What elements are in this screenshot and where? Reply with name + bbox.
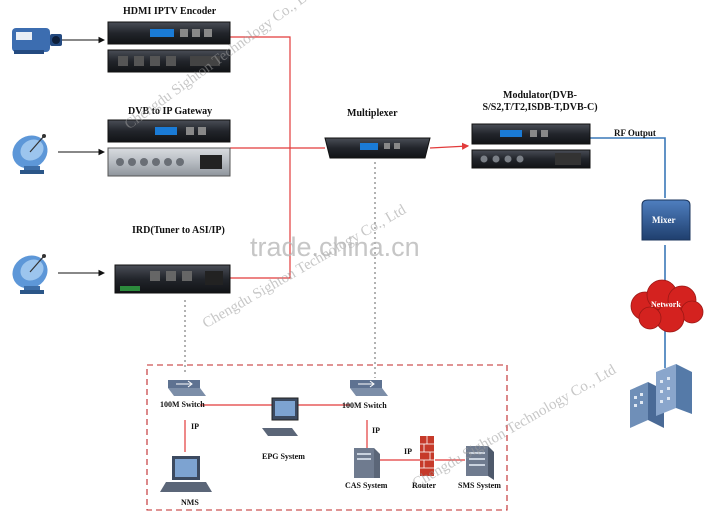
cas-server-icon [354, 448, 380, 478]
mixer-label: Mixer [652, 215, 676, 225]
mixer-box [641, 199, 691, 241]
input-arrows [58, 36, 106, 277]
mux-to-modulator-line [429, 142, 470, 150]
ip-right-label: IP [372, 426, 380, 435]
switch-icon-right [350, 380, 388, 396]
router-label: Router [412, 481, 436, 490]
router-firewall-icon [420, 436, 434, 476]
rf-lines [590, 137, 666, 368]
rf-output-line [590, 137, 666, 198]
multiplexer-device [324, 137, 431, 159]
multiplexer-label: Multiplexer [347, 108, 398, 119]
hdmi-encoder-label: HDMI IPTV Encoder [123, 6, 217, 17]
modulator-device [471, 123, 591, 169]
sms-label: SMS System [458, 481, 501, 490]
cas-label: CAS System [345, 481, 388, 490]
rf-output-label: RF Output [614, 128, 656, 138]
buildings-icon [630, 364, 692, 428]
ird-label: IRD(Tuner to ASI/IP) [132, 225, 225, 236]
network-label: Network [651, 300, 681, 309]
ird-device [114, 264, 231, 294]
modulator-label: Modulator(DVB-S/S2,T/T2,ISDB-T,DVB-C) [482, 90, 598, 113]
hdmi-encoder-device [107, 21, 231, 73]
switch-right-label: 100M Switch [342, 401, 387, 410]
ip-left-label: IP [191, 422, 199, 431]
switch-left-label: 100M Switch [160, 400, 205, 409]
nms-laptop-icon [160, 456, 212, 492]
epg-label: EPG System [262, 452, 305, 461]
sms-server-icon [466, 446, 494, 480]
management-box [146, 364, 508, 511]
ird-link [230, 150, 291, 279]
camera-icon [12, 28, 62, 54]
satellite-dish-icon-1 [12, 134, 48, 174]
ip-router-label: IP [404, 447, 412, 456]
switch-icon-left [168, 380, 206, 396]
dotted-lines [184, 162, 376, 378]
dvb-ip-gateway-device [107, 119, 231, 177]
dvb-ip-gateway-label: DVB to IP Gateway [128, 106, 213, 117]
satellite-dish-icon-2 [12, 254, 48, 294]
network-cloud [630, 279, 704, 333]
watermark-center: trade.china.cn [250, 232, 420, 262]
epg-computer-icon [262, 397, 299, 436]
encoder-link [230, 36, 291, 150]
nms-label: NMS [181, 498, 199, 507]
